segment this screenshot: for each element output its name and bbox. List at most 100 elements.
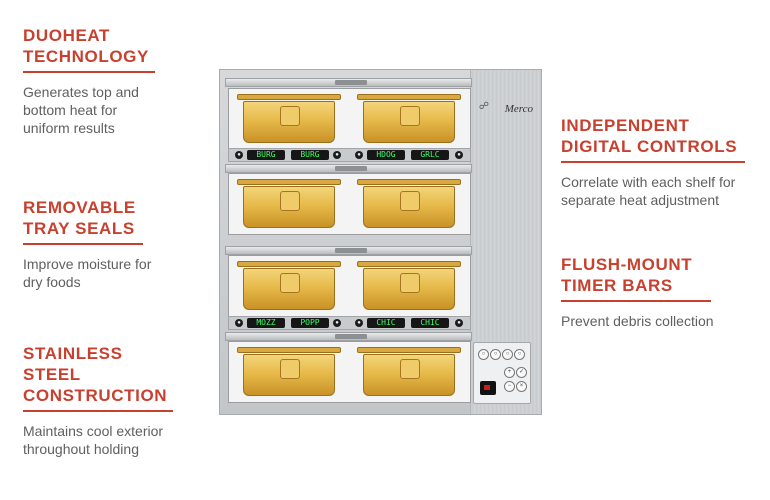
timer-display: CHIC [367, 318, 405, 328]
food-tray [243, 268, 335, 310]
timer-button-icon[interactable]: ● [455, 319, 463, 327]
shelf-select-icon[interactable]: ○ [514, 349, 525, 360]
feature-stainless: STAINLESS STEEL CONSTRUCTION Maintains c… [23, 343, 193, 458]
timer-display: BURG [291, 150, 329, 160]
desc-line: throughout holding [23, 441, 139, 457]
tray-lid [357, 179, 461, 185]
desc-line: Prevent debris collection [561, 313, 714, 329]
timer-bar: ● BURG BURG ● ● HDOG GRLC ● [228, 148, 471, 162]
food-tray [363, 186, 455, 228]
tray-knob [280, 273, 300, 293]
tray-lid [237, 347, 341, 353]
tray-lid [357, 94, 461, 100]
title-line: TECHNOLOGY [23, 47, 149, 66]
feature-description: Generates top and bottom heat for unifor… [23, 83, 163, 137]
timer-button-icon[interactable]: ● [235, 151, 243, 159]
shelf-select-icon[interactable]: ○ [502, 349, 513, 360]
food-tray [243, 101, 335, 143]
feature-title: FLUSH-MOUNT TIMER BARS [561, 254, 761, 296]
divider [561, 161, 745, 163]
feature-timer-bars: FLUSH-MOUNT TIMER BARS Prevent debris co… [561, 254, 761, 330]
divider [23, 243, 143, 245]
desc-line: uniform results [23, 120, 115, 136]
tray-knob [400, 106, 420, 126]
desc-line: Improve moisture for [23, 256, 152, 272]
handle [335, 248, 367, 253]
timer-display: BURG [247, 150, 285, 160]
tray-lid [357, 261, 461, 267]
timer-display: HDOG [367, 150, 405, 160]
feature-title: DUOHEAT TECHNOLOGY [23, 25, 163, 67]
feature-title: INDEPENDENT DIGITAL CONTROLS [561, 115, 761, 157]
desc-line: Maintains cool exterior [23, 423, 164, 439]
tray-knob [280, 191, 300, 211]
tray-knob [280, 106, 300, 126]
handle [335, 80, 367, 85]
divider [561, 300, 711, 302]
shelf [228, 173, 471, 235]
minus-icon[interactable]: − [504, 381, 515, 392]
brand-name: Merco [504, 103, 533, 115]
plus-icon[interactable]: + [504, 367, 515, 378]
holding-cabinet: ☍ Merco ○ ○ ○ ○ + ✓ − × ● BURG BURG ● ● … [219, 69, 542, 415]
title-line: CONSTRUCTION [23, 386, 168, 405]
tray-knob [400, 273, 420, 293]
timer-display: CHIC [411, 318, 449, 328]
title-line: REMOVABLE [23, 198, 136, 217]
title-line: STAINLESS [23, 344, 123, 363]
close-icon[interactable]: × [516, 381, 527, 392]
tray-lid [237, 261, 341, 267]
food-tray [243, 186, 335, 228]
shelf [228, 255, 471, 317]
timer-bar: ● MOZZ POPP ● ● CHIC CHIC ● [228, 316, 471, 330]
timer-button-icon[interactable]: ● [333, 319, 341, 327]
feature-controls: INDEPENDENT DIGITAL CONTROLS Correlate w… [561, 115, 761, 209]
timer-button-icon[interactable]: ● [455, 151, 463, 159]
title-line: FLUSH-MOUNT [561, 255, 693, 274]
desc-line: separate heat adjustment [561, 192, 719, 208]
food-tray [243, 354, 335, 396]
desc-line: Correlate with each shelf for [561, 174, 736, 190]
timer-button-icon[interactable]: ● [235, 319, 243, 327]
desc-line: bottom heat for [23, 102, 118, 118]
feature-description: Prevent debris collection [561, 312, 761, 330]
title-line: TRAY SEALS [23, 219, 135, 238]
food-tray [363, 268, 455, 310]
feature-description: Correlate with each shelf for separate h… [561, 173, 761, 209]
handle [335, 166, 367, 171]
feature-title: REMOVABLE TRAY SEALS [23, 197, 183, 239]
divider [23, 71, 155, 73]
timer-button-icon[interactable]: ● [333, 151, 341, 159]
tray-lid [237, 179, 341, 185]
tray-knob [400, 191, 420, 211]
side-panel: ☍ Merco ○ ○ ○ ○ + ✓ − × [470, 70, 541, 414]
desc-line: dry foods [23, 274, 81, 290]
shelf-select-icon[interactable]: ○ [490, 349, 501, 360]
control-panel: ○ ○ ○ ○ + ✓ − × [473, 342, 531, 404]
brand-logo-icon: ☍ [478, 101, 489, 112]
timer-display: POPP [291, 318, 329, 328]
feature-title: STAINLESS STEEL CONSTRUCTION [23, 343, 193, 406]
title-line: INDEPENDENT [561, 116, 690, 135]
shelf [228, 341, 471, 403]
power-switch-icon[interactable] [480, 381, 496, 395]
food-tray [363, 101, 455, 143]
handle [335, 334, 367, 339]
check-icon[interactable]: ✓ [516, 367, 527, 378]
timer-display: MOZZ [247, 318, 285, 328]
title-line: DIGITAL CONTROLS [561, 137, 738, 156]
desc-line: Generates top and [23, 84, 139, 100]
title-line: STEEL [23, 365, 81, 384]
feature-duoheat: DUOHEAT TECHNOLOGY Generates top and bot… [23, 25, 163, 137]
tray-knob [400, 359, 420, 379]
divider [23, 410, 173, 412]
shelf [228, 88, 471, 150]
tray-lid [237, 94, 341, 100]
timer-button-icon[interactable]: ● [355, 151, 363, 159]
shelf-select-icon[interactable]: ○ [478, 349, 489, 360]
title-line: DUOHEAT [23, 26, 110, 45]
food-tray [363, 354, 455, 396]
feature-tray-seals: REMOVABLE TRAY SEALS Improve moisture fo… [23, 197, 183, 291]
title-line: TIMER BARS [561, 276, 673, 295]
timer-button-icon[interactable]: ● [355, 319, 363, 327]
